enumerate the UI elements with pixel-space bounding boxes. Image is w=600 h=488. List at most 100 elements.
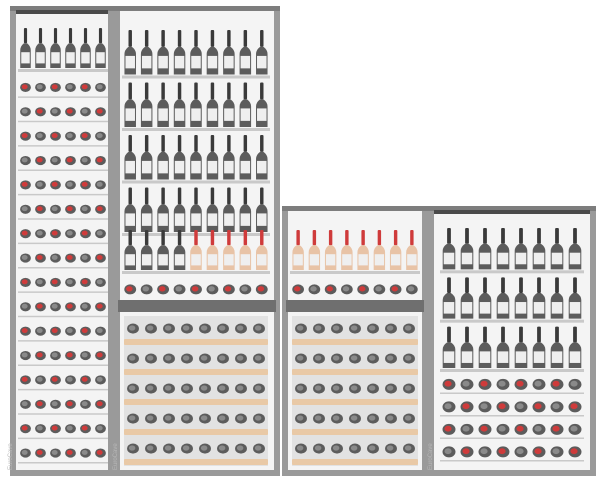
wine-bottle <box>478 326 492 368</box>
wine-bottle <box>217 413 229 424</box>
frame-top <box>10 6 114 11</box>
wine-bottle <box>50 28 61 68</box>
wine-bottle <box>95 350 106 361</box>
tall-middle-rack <box>114 6 280 476</box>
wine-bottle <box>35 448 46 458</box>
wine-bottle <box>256 187 268 232</box>
wine-bottle <box>199 413 211 424</box>
wine-bottle <box>95 302 106 312</box>
wine-bottle <box>124 135 136 180</box>
wine-bottle <box>145 383 157 394</box>
wine-bottle <box>223 230 235 270</box>
wine-bottle <box>95 326 106 336</box>
wine-bottle <box>442 378 456 390</box>
rack-rail <box>440 437 584 439</box>
wine-bottle <box>145 353 157 364</box>
wine-bottle <box>253 443 265 454</box>
drawer-front <box>124 399 268 405</box>
wine-bottle <box>65 107 76 117</box>
wine-bottle <box>157 30 169 75</box>
wine-bottle <box>324 284 337 295</box>
wine-bottle <box>235 413 247 424</box>
wine-bottle <box>190 284 202 295</box>
wine-bottle <box>190 135 202 180</box>
wine-bottle <box>35 28 46 68</box>
wine-bottle <box>181 353 193 364</box>
wine-bottle <box>157 230 169 270</box>
wine-bottle <box>550 228 564 270</box>
wine-bottle <box>295 353 307 364</box>
wine-bottle <box>357 230 369 270</box>
wine-bottle <box>532 446 546 458</box>
wine-bottle <box>385 353 397 364</box>
wine-bottle <box>235 323 247 334</box>
wine-bottle <box>349 413 361 424</box>
wine-bottle <box>514 326 528 368</box>
wine-bottle <box>50 82 61 92</box>
wine-bottle <box>406 230 418 270</box>
rack-rail <box>18 193 108 196</box>
wine-bottle <box>385 383 397 394</box>
wine-bottle <box>514 378 528 390</box>
rack-rail <box>18 388 108 391</box>
wine-bottle <box>313 443 325 454</box>
wine-bottle <box>173 230 186 270</box>
drawer-top <box>286 300 424 312</box>
tall-left-rack <box>10 6 114 476</box>
wine-bottle <box>20 204 31 214</box>
wine-bottle <box>50 229 61 239</box>
wine-bottle <box>95 229 106 239</box>
wine-bottle <box>442 277 456 319</box>
wine-bottle <box>239 30 252 75</box>
wine-bottle <box>65 180 76 190</box>
drawer-front <box>124 429 268 435</box>
wine-bottle <box>357 284 369 295</box>
wine-bottle <box>239 82 252 127</box>
wine-bottle <box>341 284 353 295</box>
rack-rail <box>18 340 108 342</box>
wine-bottle <box>367 383 379 394</box>
wine-bottle <box>199 383 211 394</box>
wine-bottle <box>80 375 91 385</box>
wine-bottle <box>253 413 265 424</box>
wine-bottle <box>140 284 153 295</box>
wine-bottle <box>20 399 31 409</box>
wine-bottle <box>80 253 91 263</box>
wine-bottle <box>20 82 31 92</box>
wine-bottle <box>35 326 46 336</box>
wine-bottle <box>223 30 235 75</box>
wine-bottle <box>256 30 268 75</box>
wine-bottle <box>223 187 235 232</box>
wine-bottle <box>95 107 106 117</box>
wine-bottle <box>173 30 186 75</box>
wine-bottle <box>532 326 546 368</box>
wine-bottle <box>367 323 379 334</box>
wine-bottle <box>568 446 582 458</box>
wine-bottle <box>181 413 193 424</box>
frame-base <box>114 470 280 476</box>
wine-bottle <box>460 446 474 458</box>
wine-bottle <box>20 253 31 263</box>
wine-bottle <box>20 155 31 166</box>
wine-bottle <box>20 277 31 287</box>
shelf <box>440 319 584 323</box>
wine-bottle <box>253 353 265 364</box>
wine-bottle <box>496 228 510 270</box>
wine-bottle <box>65 277 76 287</box>
wine-bottle <box>65 253 76 263</box>
wine-bottle <box>50 107 61 117</box>
wine-bottle <box>223 82 235 127</box>
wine-bottle <box>389 230 402 270</box>
wine-bottle <box>367 413 379 424</box>
wine-bottle <box>235 353 247 364</box>
wine-bottle <box>35 229 46 239</box>
wine-bottle <box>239 135 252 180</box>
wine-bottle <box>65 229 76 239</box>
wine-bottle <box>50 424 61 434</box>
wine-bottle <box>80 424 91 434</box>
brand-mark: EuroCave <box>428 443 434 470</box>
wine-bottle <box>496 277 510 319</box>
wine-bottle <box>95 204 106 214</box>
wine-bottle <box>206 30 219 75</box>
frame-post <box>422 206 428 476</box>
